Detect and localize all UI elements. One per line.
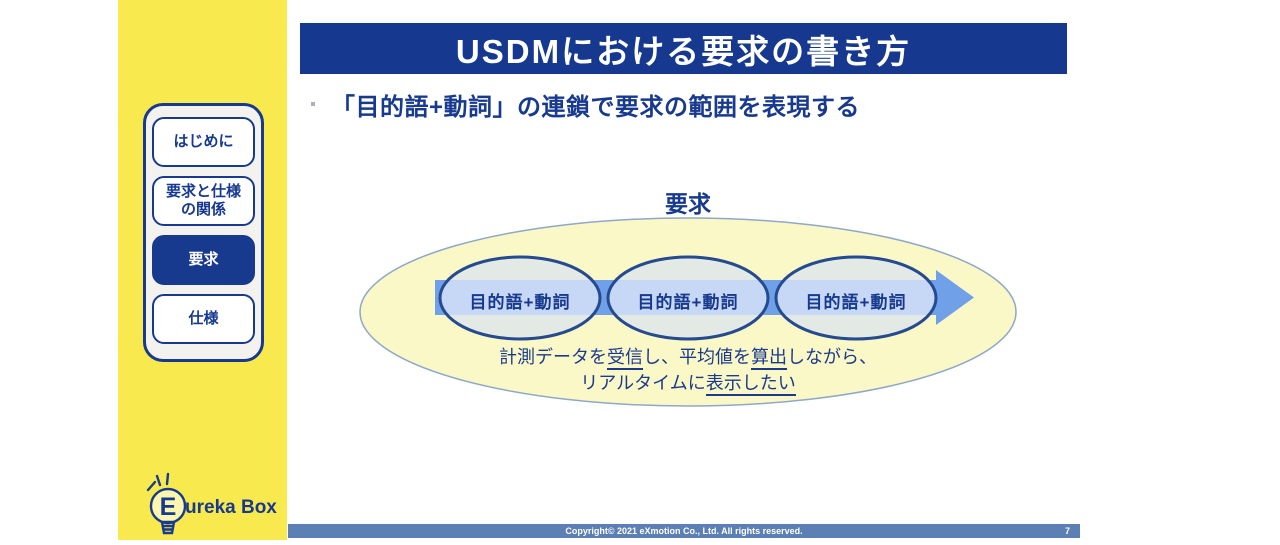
req1-seg2-underlined: 受信 (607, 347, 643, 370)
subtitle-bullet (311, 102, 315, 106)
sidebar-item-specifications[interactable]: 仕様 (152, 294, 255, 344)
chain-ellipse-1 (438, 255, 602, 341)
logo-bulb-letter: E (160, 493, 177, 521)
req1-seg5: しながら、 (787, 347, 877, 367)
req2-seg1: リアルタイムに (580, 373, 706, 393)
page-number: 7 (1064, 526, 1070, 536)
req1-seg4-underlined: 算出 (751, 347, 787, 370)
slide-title: USDMにおける要求の書き方 (455, 32, 912, 70)
footer-bar: Copyright© 2021 eXmotion Co., Ltd. All r… (288, 524, 1080, 538)
chain-label-2: 目的語+動詞 (637, 293, 739, 312)
slide-title-bar: USDMにおける要求の書き方 (300, 23, 1067, 74)
slide-subtitle: 「目的語+動詞」の連鎖で要求の範囲を表現する (331, 94, 861, 121)
logo-wordmark: ureka Box (185, 497, 277, 518)
chain-ellipse-2 (606, 255, 770, 341)
chain-ellipse-3 (774, 255, 938, 341)
req1-seg1: 計測データを (499, 347, 607, 367)
chain-label-3: 目的語+動詞 (805, 293, 907, 312)
diagram-title: 要求 (665, 191, 711, 217)
sidebar-item-introduction[interactable]: はじめに (152, 117, 255, 167)
req1-seg3: し、平均値を (643, 347, 751, 367)
sidebar-item-req-spec-relation[interactable]: 要求と仕様 の関係 (152, 176, 255, 226)
requirement-example-line1: 計測データを受信し、平均値を算出しながら、 (340, 343, 1036, 370)
sidebar-item-requirements[interactable]: 要求 (152, 235, 255, 285)
chain-label-1: 目的語+動詞 (469, 293, 571, 312)
chapter-nav: はじめに 要求と仕様 の関係 要求 仕様 (143, 103, 264, 362)
req2-seg2-underlined: 表示したい (705, 373, 796, 396)
copyright-text: Copyright© 2021 eXmotion Co., Ltd. All r… (565, 526, 803, 536)
eureka-box-logo: E ureka Box (141, 468, 281, 540)
requirement-chain-diagram: 要求 目的語+動詞 目的語+動詞 目的語+動詞 計測データを受信し、平均値を算出… (340, 183, 1040, 423)
requirement-example-line2: リアルタイムに表示したい (340, 369, 1036, 396)
lightbulb-icon (146, 472, 187, 535)
